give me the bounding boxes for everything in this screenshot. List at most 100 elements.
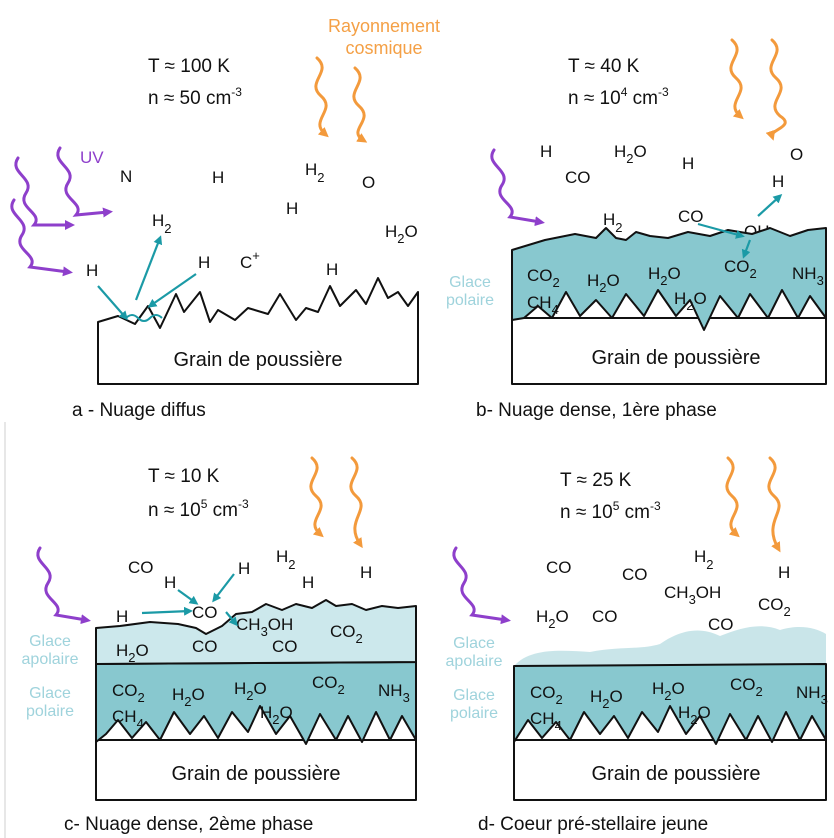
oh-to-co2-arrow (741, 239, 752, 259)
glace-apolaire-label-line2: apolaire (446, 653, 503, 670)
cosmic-ray-label-line1: Rayonnement (328, 16, 440, 36)
molecule-NH3: NH3 (792, 264, 824, 288)
uv-wave-icon (490, 148, 545, 227)
molecule-CO2: CO2 (724, 257, 757, 281)
panel-b: T ≈ 40 K n ≈ 104 cm-3 H CO H2O H O H H2 … (446, 38, 827, 421)
cosmic-ray-wave-icon (725, 456, 740, 538)
cosmic-ray-wave-icon (765, 38, 787, 141)
molecule-H: H (116, 607, 128, 626)
molecule-H: H (164, 573, 176, 592)
glace-apolaire-label-line1: Glace (29, 633, 71, 650)
molecule-H: H (286, 199, 298, 218)
molecule-H: H (212, 168, 224, 187)
glace-polaire-label-line1: Glace (29, 685, 71, 702)
cosmic-ray-label-line2: cosmique (345, 38, 422, 58)
molecule-O: O (362, 173, 375, 192)
panel-b-caption: b- Nuage dense, 1ère phase (476, 400, 717, 421)
glace-polaire-label-line1: Glace (453, 687, 495, 704)
molecule-H: H (198, 253, 210, 272)
polar-ice-layer (513, 663, 827, 745)
cosmic-ray-wave-icon (349, 456, 363, 549)
panel-d-caption: d- Coeur pré-stellaire jeune (478, 814, 708, 835)
molecule-CH4: CH4 (530, 709, 562, 733)
molecule-H2O: H2O (260, 703, 293, 727)
molecule-H2: H2 (276, 547, 296, 572)
panel-a: T ≈ 100 K n ≈ 50 cm-3 Rayonnement cosmiq… (10, 16, 440, 421)
h-to-co-arrow (177, 589, 199, 605)
molecule-H2O: H2O (234, 679, 267, 703)
molecule-CO2: CO2 (330, 622, 363, 646)
molecule-H2O: H2O (652, 679, 685, 703)
uv-wave-icon (56, 146, 113, 218)
surface-diffusion-squiggle (125, 314, 163, 322)
molecule-CO2: CO2 (530, 683, 563, 707)
molecule-H: H (238, 559, 250, 578)
glace-polaire-label-line2: polaire (26, 703, 74, 720)
molecule-CO: CO (592, 607, 618, 626)
molecule-CH4: CH4 (112, 707, 144, 731)
uv-label: UV (80, 148, 104, 167)
molecule-H: H (326, 260, 338, 279)
molecule-H2: H2 (694, 547, 714, 572)
molecule-H2O: H2O (678, 703, 711, 727)
molecule-CO2: CO2 (112, 681, 145, 705)
molecule-CH3OH: CH3OH (236, 615, 293, 639)
molecule-CO: CO (565, 168, 591, 187)
uv-wave-icon (452, 546, 511, 625)
molecule-H: H (778, 563, 790, 582)
cosmic-ray-wave-icon (729, 38, 744, 120)
glace-polaire-label-line1: Glace (449, 274, 491, 291)
molecule-H2O: H2O (674, 289, 707, 313)
panel-a-temperature: T ≈ 100 K (148, 56, 230, 77)
polar-ice-layer (95, 661, 417, 745)
molecule-CO: CO (678, 207, 704, 226)
molecule-N: N (120, 167, 132, 186)
molecule-CH3OH: CH3OH (664, 583, 721, 607)
molecule-H2O: H2O (385, 222, 418, 246)
dust-grain (97, 277, 419, 385)
panel-a-caption: a - Nuage diffus (72, 400, 206, 421)
cosmic-ray-wave-icon (314, 56, 329, 138)
grain-label: Grain de poussière (172, 763, 341, 785)
h-to-co-arrow (141, 606, 193, 616)
molecule-CO: CO (708, 615, 734, 634)
glace-apolaire-label-line1: Glace (453, 635, 495, 652)
panel-c: T ≈ 10 K n ≈ 105 cm-3 CO H H H2 H H H CO… (4, 422, 417, 838)
grain-label: Grain de poussière (592, 347, 761, 369)
grain-label: Grain de poussière (592, 763, 761, 785)
molecule-H2: H2 (305, 160, 325, 185)
molecule-CO: CO (622, 565, 648, 584)
panel-d-temperature: T ≈ 25 K (560, 470, 632, 491)
molecule-H2O: H2O (536, 607, 569, 631)
uv-wave-icon (36, 546, 91, 625)
panel-a-density: n ≈ 50 cm-3 (148, 85, 242, 109)
molecule-H2: H2 (152, 211, 172, 236)
molecule-NH3: NH3 (796, 683, 828, 707)
molecule-H: H (86, 261, 98, 280)
molecule-C-plus: C+ (240, 248, 260, 272)
panel-b-density: n ≈ 104 cm-3 (568, 85, 669, 109)
molecule-CO2: CO2 (312, 673, 345, 697)
molecule-CO: CO (546, 558, 572, 577)
molecule-H2O: H2O (590, 687, 623, 711)
h-desorption-arrow (757, 193, 783, 217)
molecule-H2O: H2O (648, 264, 681, 288)
panel-d-density: n ≈ 105 cm-3 (560, 499, 661, 523)
grain-label: Grain de poussière (174, 349, 343, 371)
h-adsorption-arrow (147, 273, 197, 308)
co-to-oh-arrow (697, 222, 745, 239)
panel-c-density: n ≈ 105 cm-3 (148, 497, 249, 521)
glace-polaire-label-line2: polaire (446, 292, 494, 309)
cosmic-ray-wave-icon (352, 66, 368, 143)
uv-wave-icon (10, 198, 73, 277)
molecule-CO2: CO2 (758, 595, 791, 619)
molecule-CO2: CO2 (527, 266, 560, 290)
panel-c-temperature: T ≈ 10 K (148, 466, 220, 487)
cosmic-ray-wave-icon (767, 456, 781, 553)
molecule-H: H (772, 172, 784, 191)
molecule-CO2: CO2 (730, 675, 763, 699)
molecule-H2: H2 (603, 210, 623, 235)
molecule-CO: CO (128, 558, 154, 577)
molecule-O: O (790, 145, 803, 164)
